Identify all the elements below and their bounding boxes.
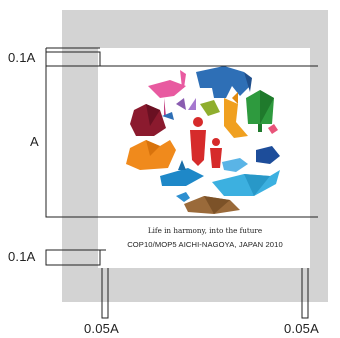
bottom-margin-box xyxy=(45,249,101,266)
height-label: A xyxy=(30,134,39,149)
height-bracket xyxy=(45,48,318,218)
bottom-margin-label: 0.1A xyxy=(8,249,36,264)
top-margin-box xyxy=(45,51,101,67)
seal-shape xyxy=(184,196,240,214)
right-margin-label: 0.05A xyxy=(284,321,319,336)
swan-shape xyxy=(222,158,248,172)
event-line: COP10/MOP5 AICHI-NAGOYA, JAPAN 2010 xyxy=(127,240,283,249)
bear-shape xyxy=(130,104,166,136)
top-margin-label: 0.1A xyxy=(8,50,36,65)
flower-shape xyxy=(268,124,278,134)
tree-shape xyxy=(246,90,274,132)
turtle-shape xyxy=(256,146,280,164)
flamingo-shape xyxy=(148,70,186,116)
tagline: Life in harmony, into the future xyxy=(147,226,263,235)
butterfly-shape xyxy=(176,98,196,110)
kangaroo-shape xyxy=(224,92,248,138)
whale-shape xyxy=(212,170,280,196)
blue-bird-shape xyxy=(162,112,174,120)
fish-shape xyxy=(176,192,190,202)
bird-shape xyxy=(200,100,220,116)
family-figures-shape xyxy=(190,117,222,168)
right-margin-box xyxy=(301,268,309,319)
left-margin-box xyxy=(101,268,109,319)
elephant-shape xyxy=(196,66,252,98)
left-margin-label: 0.05A xyxy=(84,321,119,336)
dolphin-shape xyxy=(160,160,204,186)
camel-shape xyxy=(126,140,176,170)
